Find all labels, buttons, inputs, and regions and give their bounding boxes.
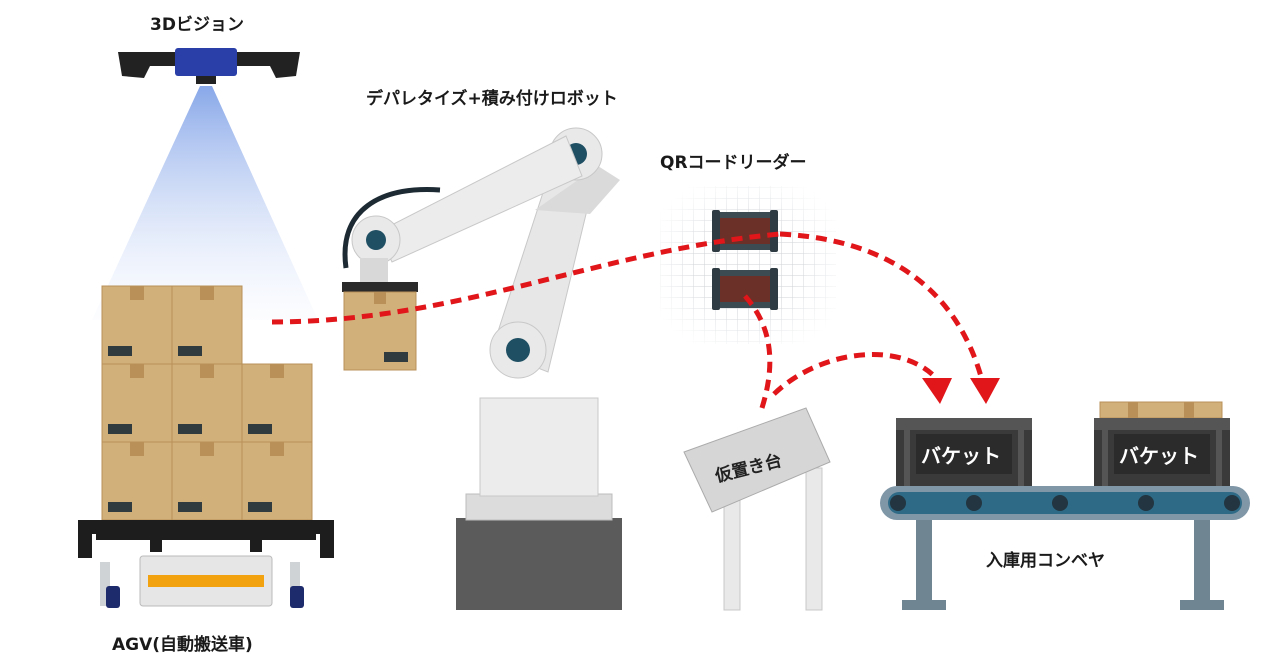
conveyor-leg (1194, 512, 1210, 602)
robot-joint-wrist-cap (366, 230, 386, 250)
flow-path-to-table (743, 294, 773, 415)
robot-cable (342, 187, 441, 269)
agv-pallet (78, 520, 334, 534)
flow-path-table-to-bucket (772, 352, 938, 396)
box (241, 363, 313, 443)
qr-reader-device-upper (712, 210, 778, 252)
temp-table (683, 407, 831, 611)
box (101, 363, 173, 443)
robot-arm (342, 127, 622, 610)
agv-wheel (106, 586, 120, 608)
3d-vision-camera (92, 48, 318, 320)
box (101, 285, 173, 365)
arrowhead (970, 378, 1000, 404)
bucket-1 (896, 418, 1032, 486)
box (241, 441, 313, 521)
arrowhead (922, 378, 952, 404)
qr-reader-label: QRコードリーダー (660, 153, 807, 173)
conveyor-label: 入庫用コンベヤ (986, 551, 1105, 571)
qr-code-reader (660, 186, 836, 344)
box (171, 441, 243, 521)
held-box (343, 291, 417, 371)
conveyor-roller (966, 495, 982, 511)
agv-label: AGV(自動搬送車) (112, 635, 253, 655)
flow-path-to-bucket-direct (779, 231, 985, 381)
robot-joint-shoulder-cap (506, 338, 530, 362)
box (171, 363, 243, 443)
bucket-label-2: バケット (1119, 444, 1199, 468)
agv-stripe (148, 575, 264, 587)
robot-base (465, 493, 613, 521)
bucket-2 (1094, 401, 1230, 486)
qr-reader-device-lower (712, 268, 778, 310)
robot-label: デパレタイズ+積み付けロボット (366, 89, 618, 109)
camera-lens (196, 76, 216, 84)
robot-base-pedestal (456, 518, 622, 610)
conveyor-roller (1052, 495, 1068, 511)
flow-arrows (271, 231, 985, 415)
vision-label: 3Dビジョン (150, 15, 244, 35)
camera-body (175, 48, 237, 76)
conveyor-roller (1224, 495, 1240, 511)
conveyor-roller (890, 495, 906, 511)
robot-column (479, 397, 599, 497)
robot-gripper (360, 258, 388, 284)
conveyor (880, 401, 1250, 610)
agv-vehicle (78, 520, 334, 608)
temp-table-top (683, 407, 831, 513)
bucket-label-1: バケット (921, 444, 1001, 468)
vision-light-beam (92, 86, 318, 320)
conveyor-leg (916, 512, 932, 602)
temp-table-leg (805, 467, 823, 611)
conveyor-roller (1138, 495, 1154, 511)
agv-wheel (290, 586, 304, 608)
box-stack (101, 285, 313, 521)
box (171, 285, 243, 365)
flow-path-pick (271, 231, 781, 325)
box (101, 441, 173, 521)
